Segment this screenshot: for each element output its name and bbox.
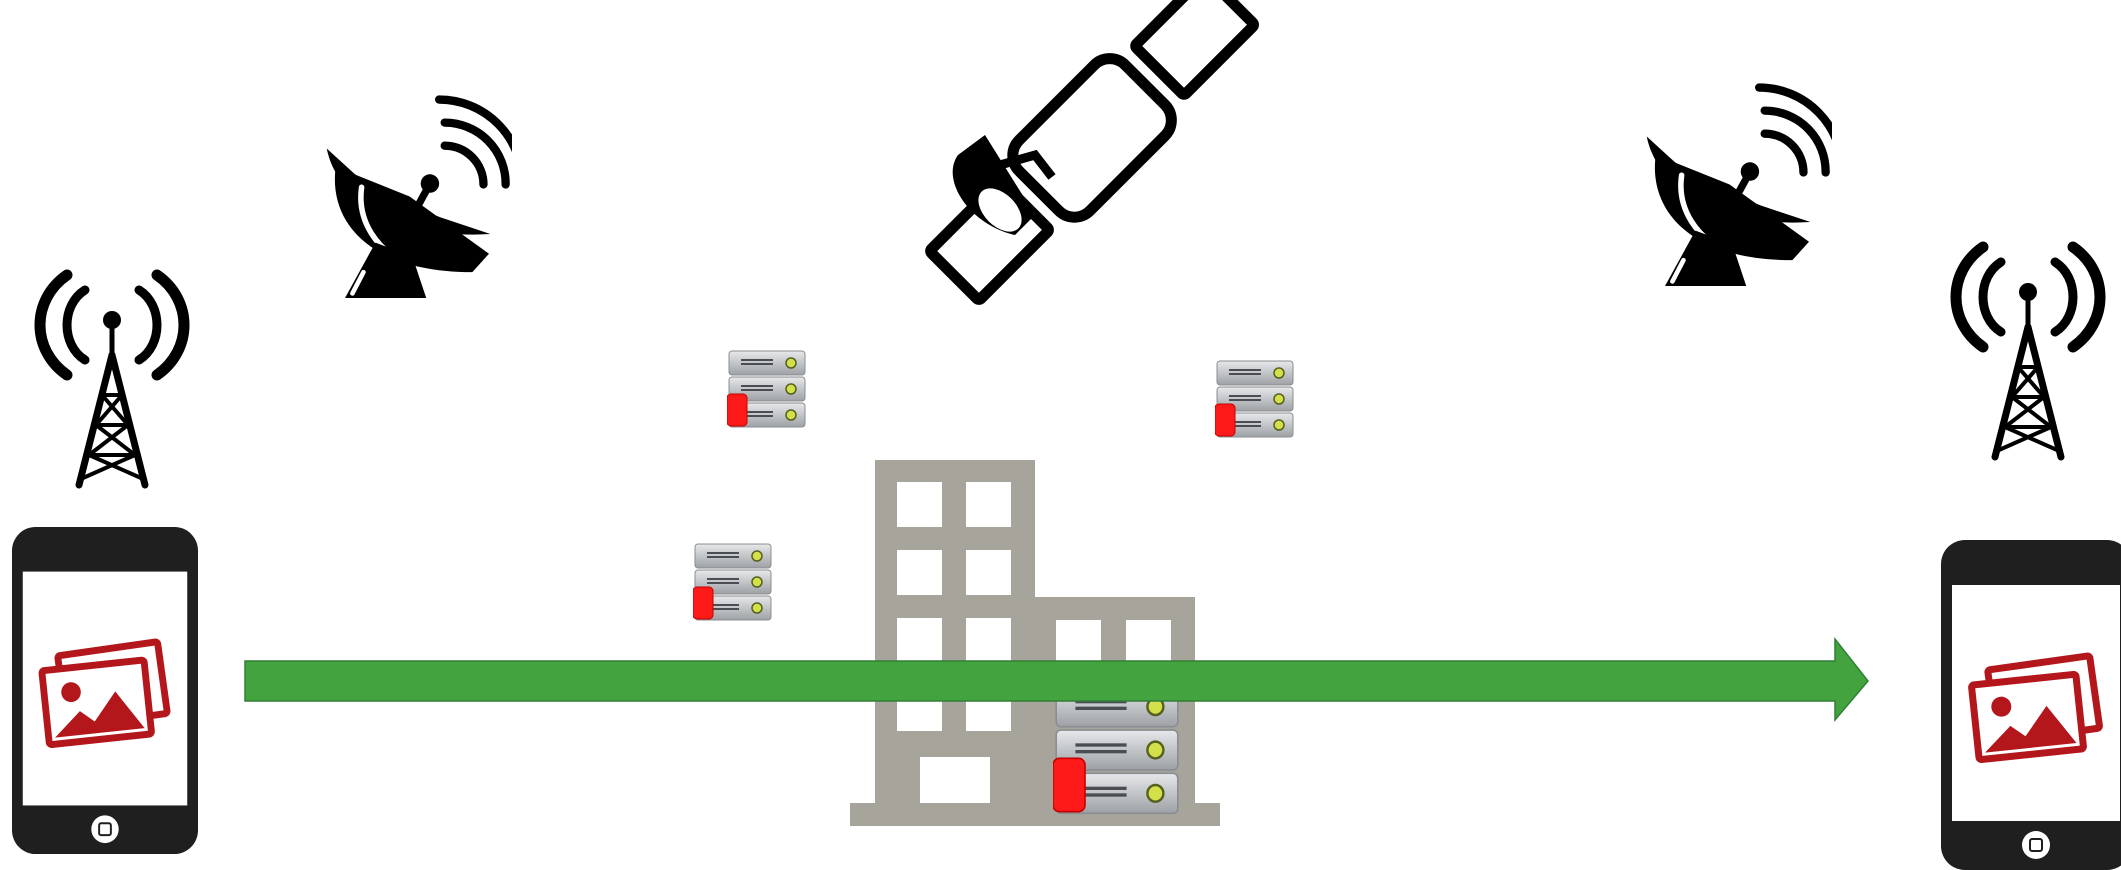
server-icon — [693, 543, 773, 621]
smartphone-icon — [12, 527, 198, 854]
arrow-right-icon — [244, 638, 1869, 724]
cell-tower-icon — [27, 260, 197, 490]
satellite-dish-icon — [322, 58, 512, 298]
server-icon — [1215, 360, 1295, 438]
satellite-icon — [940, 5, 1230, 285]
cell-tower-icon — [1943, 232, 2113, 462]
server-icon — [727, 350, 807, 428]
satellite-dish-icon — [1642, 46, 1832, 286]
smartphone-icon — [1941, 540, 2121, 870]
